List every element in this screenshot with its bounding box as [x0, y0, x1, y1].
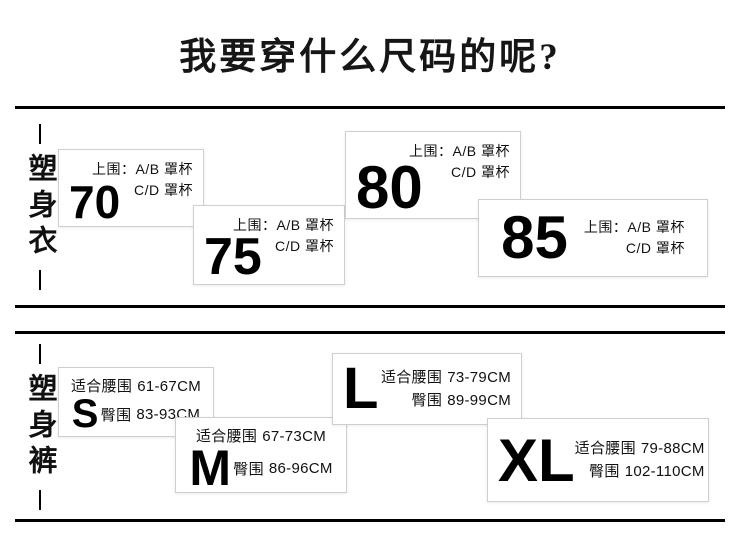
- section-pants-side-label: 塑身裤: [19, 334, 61, 519]
- bust-cup-info: 上围：A/B 罩杯 C/D 罩杯: [233, 215, 334, 257]
- bust-cup-info: 上围：A/B 罩杯 C/D 罩杯: [584, 217, 685, 259]
- bust-line-1: 上围：A/B 罩杯: [409, 143, 510, 159]
- size-card-75: 上围：A/B 罩杯 C/D 罩杯 75: [193, 205, 345, 285]
- section-shapewear-top: 塑身衣 上围：A/B 罩杯 C/D 罩杯 70 上围：A/B 罩杯 C/D 罩杯…: [15, 106, 725, 308]
- page-title: 我要穿什么尺码的呢?: [179, 37, 561, 78]
- hip-label: 臀围: [411, 392, 443, 409]
- size-card-70: 上围：A/B 罩杯 C/D 罩杯 70: [58, 149, 204, 227]
- hip-value: 89-99CM: [447, 392, 511, 409]
- waist-label: 适合腰围: [196, 428, 258, 445]
- waist-value: 79-88CM: [640, 439, 705, 457]
- bust-line-1: 上围：A/B 罩杯: [583, 219, 685, 235]
- hip-value: 86-96CM: [268, 459, 333, 477]
- size-letter: L: [343, 356, 379, 422]
- hip-label: 臀围: [233, 460, 264, 478]
- bracket-tick-top: [39, 343, 41, 364]
- bracket-tick-bottom: [39, 489, 41, 510]
- bust-line-2: C/D 罩杯: [451, 164, 510, 180]
- size-letter: S: [71, 392, 99, 436]
- size-card-80: 上围：A/B 罩杯 C/D 罩杯 80: [345, 131, 521, 219]
- hip-label: 臀围: [100, 406, 132, 424]
- waist-value: 61-67CM: [137, 378, 201, 395]
- bust-line-1: 上围：A/B 罩杯: [233, 217, 334, 233]
- size-letter: XL: [498, 426, 575, 494]
- size-number: 70: [69, 175, 121, 228]
- bracket-tick-top: [39, 124, 41, 144]
- size-number: 80: [356, 154, 423, 221]
- bust-cup-info: 上围：A/B 罩杯 C/D 罩杯: [92, 159, 193, 201]
- waist-label: 适合腰围: [71, 378, 133, 395]
- size-card-85: 85 上围：A/B 罩杯 C/D 罩杯: [478, 199, 708, 277]
- waist-label: 适合腰围: [381, 368, 443, 386]
- bust-cup-info: 上围：A/B 罩杯 C/D 罩杯: [409, 141, 510, 183]
- bust-line-1: 上围：A/B 罩杯: [92, 161, 193, 177]
- bracket-tick-bottom: [39, 270, 41, 290]
- waist-label: 适合腰围: [574, 439, 636, 457]
- bust-line-2: C/D 罩杯: [275, 238, 334, 254]
- waist-value: 73-79CM: [447, 368, 511, 386]
- size-number: 75: [204, 228, 262, 287]
- size-letter: M: [189, 440, 232, 496]
- section-top-side-label: 塑身衣: [19, 109, 61, 305]
- waist-value: 67-73CM: [262, 428, 326, 445]
- section-top-label-text: 塑身衣: [24, 153, 56, 261]
- size-number: 85: [501, 204, 568, 271]
- hip-label: 臀围: [589, 463, 620, 480]
- bust-line-2: C/D 罩杯: [134, 182, 193, 198]
- section-pants-label-text: 塑身裤: [24, 372, 56, 481]
- hip-value: 102-110CM: [624, 463, 705, 480]
- bust-line-2: C/D 罩杯: [625, 240, 685, 256]
